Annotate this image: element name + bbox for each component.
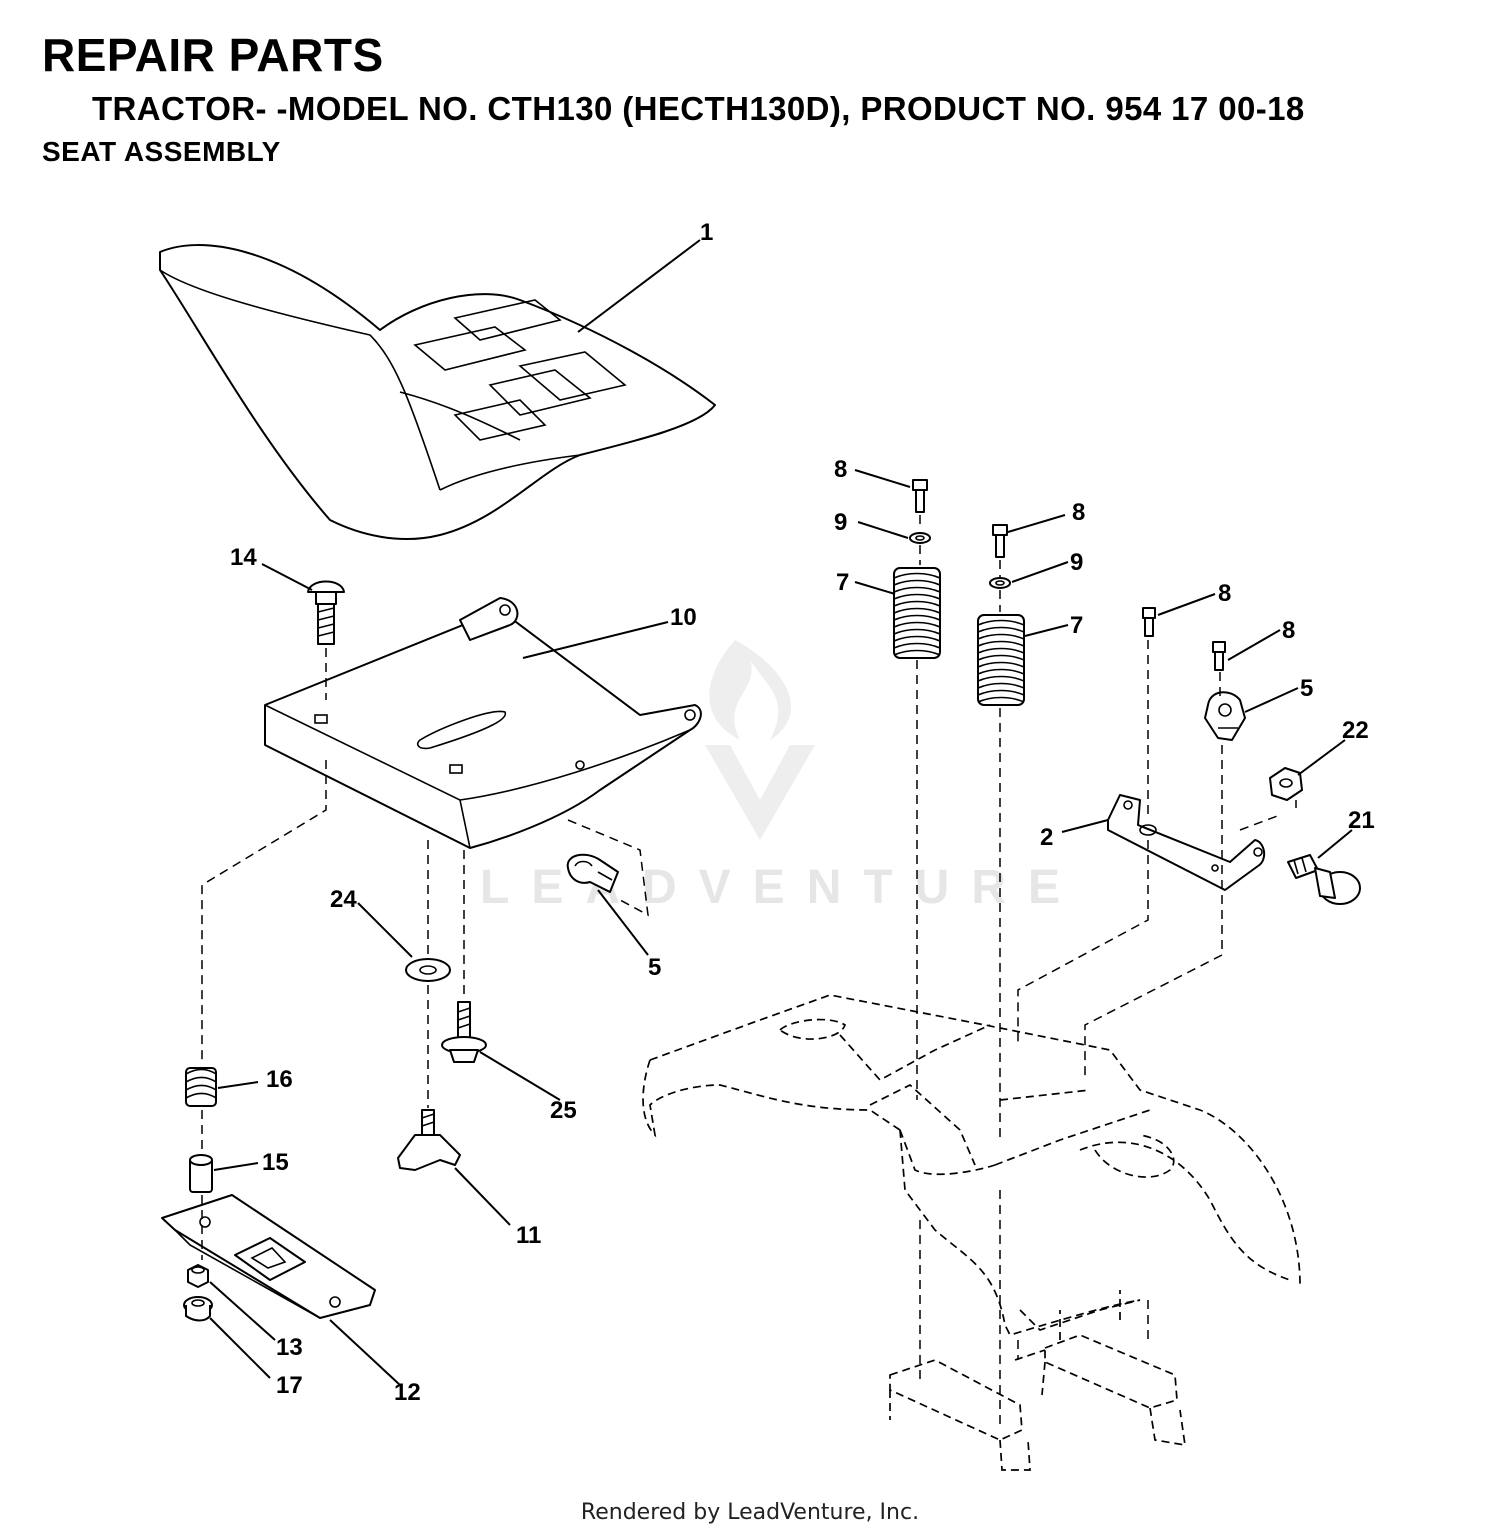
part-bolt-8d [1212,641,1226,671]
callout-7-b: 7 [1070,612,1083,639]
part-nut-13 [187,1264,209,1288]
part-spacer [189,1154,213,1193]
part-nut-17 [183,1296,213,1322]
part-slide-bracket [161,1194,376,1319]
callout-8-c: 8 [1218,580,1231,607]
part-washer-9b [989,577,1011,589]
part-bolt-21 [1287,854,1361,905]
part-washer-9a [909,532,931,544]
callout-21: 21 [1348,807,1375,834]
callout-1: 1 [700,219,713,246]
page-title: REPAIR PARTS [42,29,384,81]
callout-11: 11 [516,1222,541,1249]
callout-2: 2 [1040,824,1053,851]
callout-5-left: 5 [648,954,661,981]
callout-9-b: 9 [1070,549,1083,576]
section-title: SEAT ASSEMBLY [42,136,281,167]
part-spring-16 [185,1067,217,1107]
callout-labels: 1 14 10 24 5 25 16 15 11 13 17 12 8 9 7 … [230,219,1375,1406]
callout-12: 12 [394,1379,421,1406]
tractor-frame [642,994,1301,1471]
assembly-lines [201,515,1297,1430]
callout-8-d: 8 [1282,617,1295,644]
callout-22: 22 [1342,717,1369,744]
leader-lines [209,239,1353,1386]
callout-13: 13 [276,1334,303,1361]
part-nut-22 [1269,767,1303,801]
callout-8-b: 8 [1072,499,1085,526]
part-shoulder-bolt [441,1001,487,1063]
part-carriage-bolt [307,580,345,645]
callout-15: 15 [262,1149,289,1176]
part-seat [159,244,716,541]
part-seat-pan [264,597,702,849]
callout-9-a: 9 [834,509,847,536]
part-spring-7b [977,614,1025,706]
callout-14: 14 [230,544,257,571]
part-knob [397,1109,461,1171]
callout-8-a: 8 [834,456,847,483]
part-clip-left [566,853,619,893]
callout-16: 16 [266,1066,293,1093]
footer-credit: Rendered by LeadVenture, Inc. [580,1500,920,1525]
part-washer-24 [405,958,451,982]
callout-7-a: 7 [836,569,849,596]
part-spring-7a [893,567,941,659]
part-bolt-8b [992,524,1008,558]
callout-24: 24 [330,886,357,913]
callout-5-right: 5 [1300,675,1313,702]
callout-17: 17 [276,1372,303,1399]
callout-10: 10 [670,604,697,631]
model-subtitle: TRACTOR- -MODEL NO. CTH130 (HECTH130D), … [92,90,1305,127]
watermark-logo [705,640,815,840]
part-bracket-2 [1107,794,1266,891]
part-clip-right [1204,691,1246,741]
part-bolt-8c [1142,607,1156,637]
callout-25: 25 [550,1097,577,1124]
part-bolt-8a [912,479,928,513]
